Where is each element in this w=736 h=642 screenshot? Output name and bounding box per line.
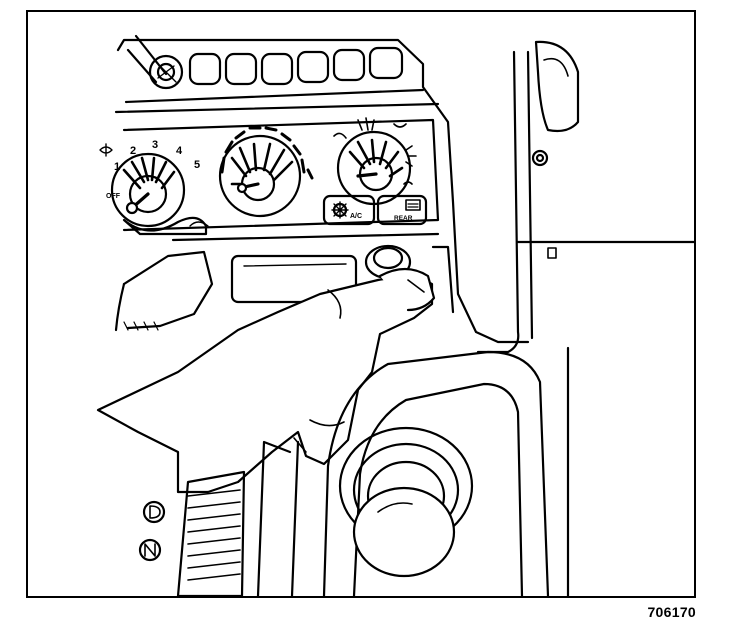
preset-button xyxy=(332,48,366,82)
ash-tray xyxy=(230,254,358,304)
gear-d-indicator xyxy=(142,500,166,524)
gear-n-indicator xyxy=(138,538,162,562)
mode-dial xyxy=(333,117,417,206)
trim-screw xyxy=(531,149,549,167)
fan-speed-label-2: 2 xyxy=(130,145,136,157)
fan-speed-label-3: 3 xyxy=(152,139,158,151)
fan-off-label: OFF xyxy=(106,193,121,200)
floor-icon xyxy=(393,123,407,128)
ac-and-rear-buttons: A/C REAR xyxy=(322,194,428,226)
recirc-icon xyxy=(189,221,209,227)
radio-knob xyxy=(148,54,184,90)
temp-scale-marks xyxy=(220,126,314,180)
gear-indicator-strip xyxy=(176,470,246,596)
vent-icon xyxy=(333,132,347,139)
bilevel-icon xyxy=(357,117,375,131)
illustration-frame: 1 2 3 4 5 OFF xyxy=(26,10,696,598)
preset-button xyxy=(188,52,222,86)
temperature-dial xyxy=(218,126,314,218)
ac-button-label: A/C xyxy=(350,213,362,220)
rear-defrost-button xyxy=(376,194,428,226)
figure-number: 706170 xyxy=(647,604,696,620)
preset-button xyxy=(224,52,258,86)
radio-preset-buttons xyxy=(148,46,404,90)
shift-knob xyxy=(352,486,456,578)
defog-icon xyxy=(403,181,413,185)
door-handle xyxy=(534,40,580,133)
ac-button xyxy=(322,194,376,226)
preset-button xyxy=(260,52,294,86)
rear-defrost-label: REAR xyxy=(394,215,413,222)
preset-button xyxy=(296,50,330,84)
lighter-and-tray xyxy=(230,244,412,304)
preset-button xyxy=(368,46,404,80)
door-trim xyxy=(476,40,694,354)
fan-speed-label-4: 4 xyxy=(176,145,183,157)
recirc-lever xyxy=(122,216,208,236)
fan-speed-label-5: 5 xyxy=(194,159,200,171)
fan-speed-label-1: 1 xyxy=(114,161,120,173)
dashboard-panel xyxy=(114,34,530,344)
hand-illustration xyxy=(96,250,436,494)
hvac-control-illustration: 1 2 3 4 5 OFF xyxy=(96,34,694,596)
fan-icon xyxy=(99,143,113,157)
fan-speed-dial: 1 2 3 4 5 OFF xyxy=(99,139,209,236)
console-shifter xyxy=(138,346,570,596)
defrost-icon xyxy=(405,145,417,167)
